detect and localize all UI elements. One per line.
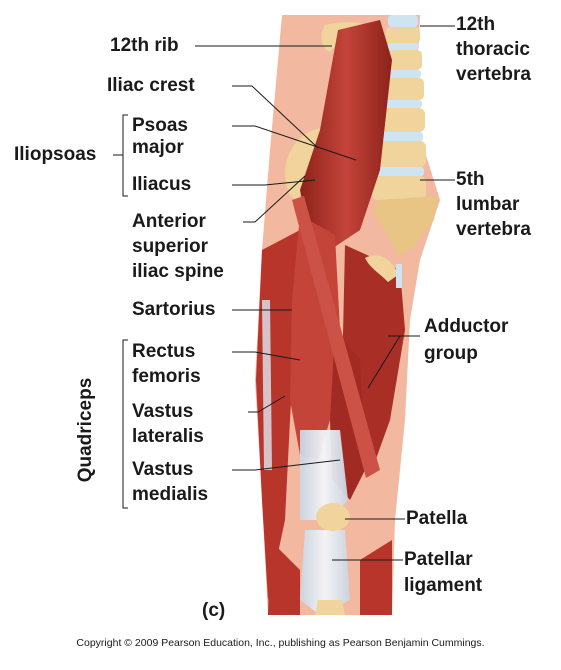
label-thoracic-2: thoracic <box>456 39 530 60</box>
muscles <box>256 20 405 615</box>
label-iliacus: Iliacus <box>132 174 192 195</box>
patella-bone <box>316 503 350 531</box>
label-major: major <box>132 137 184 158</box>
label-vastus-med-1: Vastus <box>132 459 194 480</box>
label-thoracic-1: 12th <box>456 14 496 35</box>
label-femoris: femoris <box>132 366 201 387</box>
label-adductor-2: group <box>424 343 478 364</box>
label-adductor-1: Adductor <box>424 316 509 337</box>
label-vastus-lat-2: lateralis <box>132 426 204 447</box>
label-psoas: Psoas <box>132 115 188 136</box>
label-vastus-med-2: medialis <box>132 484 209 505</box>
label-12th-rib: 12th rib <box>110 35 179 56</box>
label-lumbar-3: vertebra <box>456 219 531 240</box>
copyright-notice: Copyright © 2009 Pearson Education, Inc.… <box>76 637 485 649</box>
label-quadriceps: Quadriceps <box>75 377 96 483</box>
leader-lines <box>195 25 455 561</box>
label-asis-3: iliac spine <box>132 261 224 282</box>
iliac-crest-bone <box>285 127 335 199</box>
brackets <box>113 114 128 509</box>
label-rectus: Rectus <box>132 341 196 362</box>
label-patellar-2: ligament <box>404 575 483 596</box>
label-thoracic-3: vertebra <box>456 64 531 85</box>
label-asis-1: Anterior <box>132 211 206 232</box>
label-iliopsoas: Iliopsoas <box>14 144 97 165</box>
tendons <box>262 300 350 615</box>
label-iliac-crest: Iliac crest <box>107 75 195 96</box>
vertebral-column <box>372 15 438 256</box>
label-lumbar-2: lumbar <box>456 194 520 215</box>
panel-label: (c) <box>202 600 226 621</box>
label-patellar-1: Patellar <box>404 549 473 570</box>
label-sartorius: Sartorius <box>132 299 216 320</box>
label-asis-2: superior <box>132 236 209 257</box>
label-vastus-lat-1: Vastus <box>132 401 194 422</box>
label-patella: Patella <box>406 508 468 529</box>
label-lumbar-1: 5th <box>456 169 485 190</box>
